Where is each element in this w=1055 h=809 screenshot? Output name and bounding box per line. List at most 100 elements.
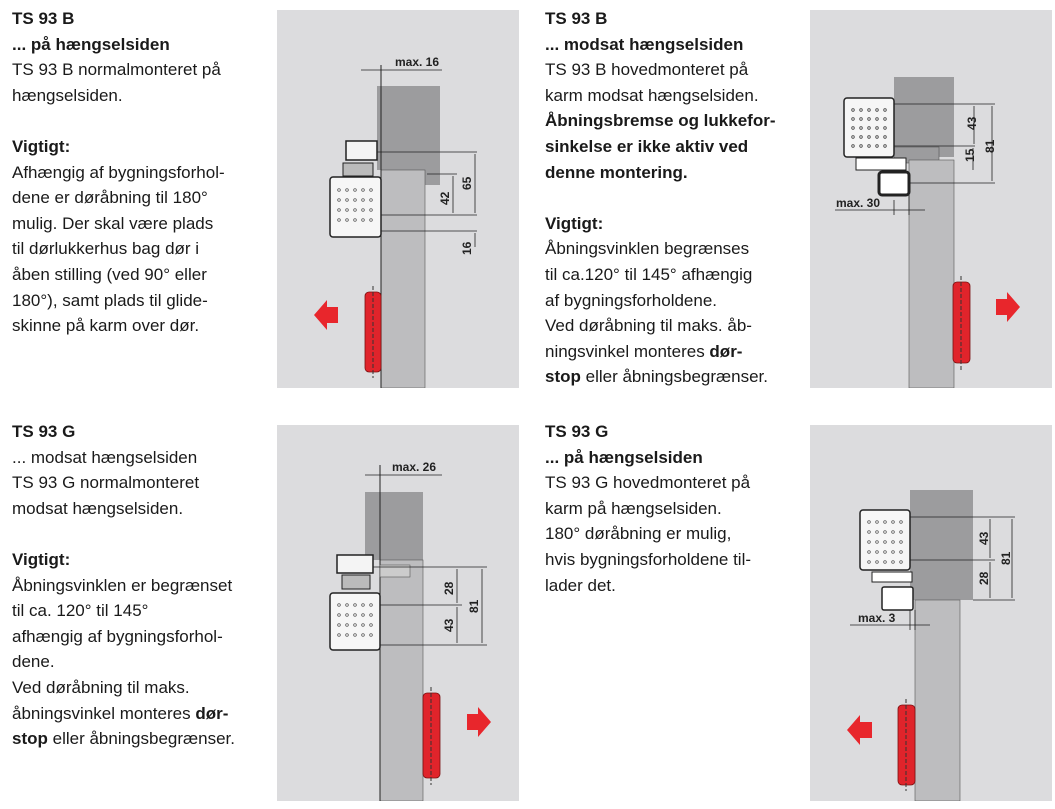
text-segment: Vigtigt: — [12, 549, 71, 569]
text-line: Vigtigt: — [12, 547, 235, 573]
text-line: TS 93 B hovedmonteret på — [545, 57, 775, 83]
text-line: stop eller åbningsbegrænser. — [12, 726, 235, 752]
text-line: skinne på karm over dør. — [12, 313, 225, 339]
closer-body — [329, 176, 382, 238]
text-line — [12, 108, 225, 134]
text-line: hvis bygningsforholdene til- — [545, 547, 751, 573]
text-line: TS 93 B — [545, 6, 775, 32]
text-segment: 180° døråbning er mulig, — [545, 524, 732, 544]
slide-channel — [877, 170, 911, 197]
text-line: til ca.120° til 145° afhængig — [545, 262, 775, 288]
text-segment: dene er døråbning til 180° — [12, 188, 208, 208]
text-segment: karm på hængselsiden. — [545, 498, 722, 518]
text-line: åben stilling (ved 90° eller — [12, 262, 225, 288]
text-segment: Ved døråbning til maks. åb- — [545, 316, 752, 336]
text-line: stop eller åbningsbegrænser. — [545, 364, 775, 390]
text-segment: hvis bygningsforholdene til- — [545, 549, 752, 569]
text-segment: dene. — [12, 652, 55, 672]
text-segment: Åbningsvinklen er begrænset — [12, 575, 233, 595]
arm — [345, 140, 378, 161]
text-segment: eller åbningsbegrænser. — [47, 729, 236, 749]
text-segment: 180°), samt plads til glide- — [12, 290, 208, 310]
text-line: dene er døråbning til 180° — [12, 185, 225, 211]
text-segment: denne montering. — [545, 162, 688, 182]
text-segment: ... modsat hængselsiden — [12, 447, 198, 467]
diagram-ts93b-opposite-side: max. 30 43 15 81 — [810, 10, 1052, 388]
text-line: ... modsat hængselsiden — [12, 445, 235, 471]
text-segment: dør- — [195, 703, 229, 723]
text-segment: ningsvinkel monteres — [545, 341, 710, 361]
text-line: Vigtigt: — [545, 211, 775, 237]
text-segment: hængselsiden. — [12, 85, 123, 105]
dim-max: max. 30 — [836, 196, 880, 210]
text-segment: TS 93 B normalmonteret på — [12, 60, 221, 80]
dim-max: max. 26 — [392, 460, 436, 474]
text-segment: eller åbningsbegrænser. — [580, 367, 769, 387]
text-line: TS 93 B — [12, 6, 225, 32]
text-line: 180°), samt plads til glide- — [12, 288, 225, 314]
door — [380, 169, 426, 388]
text-segment: af bygningsforholdene. — [545, 290, 718, 310]
arm — [336, 554, 374, 574]
dim-2: 28 — [977, 571, 991, 585]
text-segment: åben stilling (ved 90° eller — [12, 264, 207, 284]
text-line: karm på hængselsiden. — [545, 496, 751, 522]
text-segment: mulig. Der skal være plads — [12, 213, 214, 233]
text-line: sinkelse er ikke aktiv ved — [545, 134, 775, 160]
text-line: Ved døråbning til maks. åb- — [545, 313, 775, 339]
text-line: 180° døråbning er mulig, — [545, 521, 751, 547]
closer-body — [859, 509, 911, 571]
text-line: denne montering. — [545, 160, 775, 186]
text-line — [12, 521, 235, 547]
arrow-right-icon — [467, 707, 491, 737]
text-segment: åbningsvinkel monteres — [12, 703, 196, 723]
text-segment: Ved døråbning til maks. — [12, 677, 190, 697]
closer-body — [843, 97, 895, 158]
dim-1: 65 — [460, 176, 474, 190]
text-segment: afhængig af bygningsforhol- — [12, 626, 223, 646]
text-line — [545, 185, 775, 211]
dim-2: 15 — [963, 148, 977, 162]
dim-3: 16 — [460, 241, 474, 255]
dim-2: 43 — [442, 618, 456, 632]
text-segment: TS 93 B — [12, 9, 75, 28]
text-line: TS 93 G — [12, 419, 235, 445]
text-line: TS 93 G — [545, 419, 751, 445]
text-line: ningsvinkel monteres dør- — [545, 339, 775, 365]
text-line: hængselsiden. — [12, 83, 225, 109]
text-line: ... på hængselsiden — [545, 445, 751, 471]
text-segment: til ca.120° til 145° afhængig — [545, 264, 753, 284]
text-line: afhængig af bygningsforhol- — [12, 624, 235, 650]
text-line: til ca. 120° til 145° — [12, 598, 235, 624]
text-segment: modsat hængselsiden. — [12, 498, 184, 518]
text-segment: karm modsat hængselsiden. — [545, 85, 759, 105]
dim-max: max. 3 — [858, 611, 896, 625]
text-segment: Vigtigt: — [12, 136, 71, 156]
frame — [910, 490, 973, 600]
text-line: Åbningsvinklen er begrænset — [12, 573, 235, 599]
text-line: ... modsat hængselsiden — [545, 32, 775, 58]
frame — [365, 492, 423, 560]
text-line: Vigtigt: — [12, 134, 225, 160]
dim-max: max. 16 — [395, 55, 439, 69]
text-line: mulig. Der skal være plads — [12, 211, 225, 237]
text-segment: TS 93 B — [545, 9, 608, 28]
text-segment: stop — [12, 729, 48, 749]
text-segment: lader det. — [545, 575, 616, 595]
dim-2: 42 — [438, 191, 452, 205]
diagram-ts93b-hinge-side: max. 16 65 42 16 — [277, 10, 519, 388]
text-segment: dør- — [709, 341, 743, 361]
text-line: Åbningsvinklen begrænses — [545, 236, 775, 262]
slide-channel — [881, 586, 914, 611]
text-line: Ved døråbning til maks. — [12, 675, 235, 701]
diagram-ts93g-opposite-side: max. 26 28 43 81 — [277, 425, 519, 801]
text-line: Afhængig af bygningsforhol- — [12, 160, 225, 186]
diagram-ts93g-hinge-side: max. 3 43 28 81 — [810, 425, 1052, 801]
door — [914, 599, 961, 801]
text-segment: til ca. 120° til 145° — [12, 601, 149, 621]
text-line: til dørlukkerhus bag dør i — [12, 236, 225, 262]
frame — [377, 86, 440, 170]
